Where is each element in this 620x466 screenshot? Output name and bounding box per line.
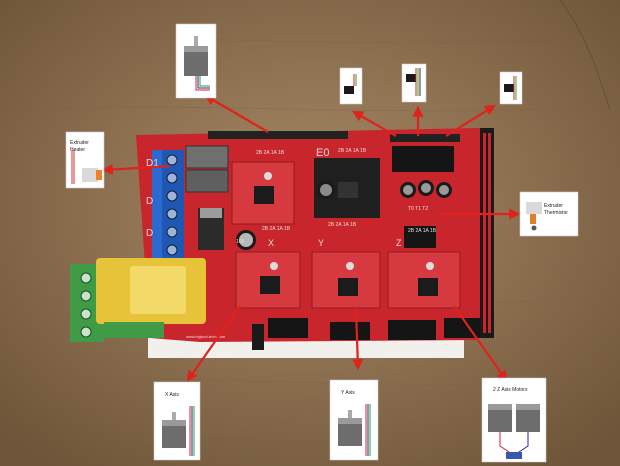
arrow-endstop-3 xyxy=(445,104,496,137)
silk-y-mark: Y xyxy=(318,238,324,248)
capacitors xyxy=(236,180,452,250)
silk-y-pins: 2B 2A 1A 1B xyxy=(262,226,291,232)
silk-d10: D1 xyxy=(146,158,159,169)
arrow-endstop-1 xyxy=(352,110,397,137)
silk-z-mark: Z xyxy=(396,238,402,248)
endstop-card-2 xyxy=(401,63,427,103)
arrow-e1-motor xyxy=(204,94,269,133)
bottom-header-2 xyxy=(330,322,370,340)
y-axis-label: Y Axis xyxy=(341,390,355,396)
right-header-pins xyxy=(483,133,491,333)
extruder-thermistor-card: Extruder Thermistor xyxy=(519,191,579,237)
extruder-thermistor-label-1: Extruder xyxy=(544,203,563,209)
silk-t0-pins: T0 T1 T2 xyxy=(408,206,428,212)
arrow-extruder-heater xyxy=(101,163,171,175)
silk-e0-driver-pins: 2B 2A 1A 1B xyxy=(328,222,357,228)
silk-e0-pins: 2B 2A 1A 1B xyxy=(338,148,367,154)
reset-button xyxy=(252,324,264,350)
arrow-z-axis xyxy=(453,305,508,382)
endstop-card-1 xyxy=(339,67,363,105)
silk-capacitor: 100 xyxy=(236,239,245,245)
silk-z-pins: 2B 2A 1A 1B xyxy=(408,228,437,234)
callout-arrows xyxy=(101,94,521,382)
bottom-header-1 xyxy=(268,318,308,338)
driver-e1 xyxy=(231,161,295,225)
extruder-heater-label-1: Extruder xyxy=(70,140,89,146)
silk-x-mark: X xyxy=(268,238,274,248)
z-axis-label: 2 Z Axis Motors xyxy=(493,387,528,393)
driver-z xyxy=(387,251,461,309)
e1-motor-card xyxy=(175,23,217,99)
silk-e0: E0 xyxy=(316,147,329,159)
extruder-thermistor-label-2: Thermistor xyxy=(544,210,568,216)
power-terminal-block xyxy=(152,150,184,258)
driver-e0 xyxy=(314,158,380,218)
input-terminal-and-fuse xyxy=(70,258,206,342)
silk-d8: D xyxy=(146,228,153,239)
arrow-y-axis xyxy=(352,307,364,371)
top-header-right xyxy=(390,134,460,142)
silk-website: www.bigfoot-tech.com xyxy=(186,334,226,339)
mosfets xyxy=(185,145,229,250)
bottom-header-3 xyxy=(388,320,436,340)
bottom-header-4 xyxy=(444,318,480,338)
driver-x xyxy=(235,251,301,309)
endstop-card-3 xyxy=(499,71,523,105)
extruder-heater-label-2: Heater xyxy=(70,147,85,153)
x-axis-label: X Axis xyxy=(165,392,179,398)
x-axis-card: X Axis xyxy=(153,381,201,461)
arrow-x-axis xyxy=(186,305,241,382)
z-axis-card: 2 Z Axis Motors xyxy=(481,377,547,463)
aux-header xyxy=(404,226,436,248)
silk-d9: D xyxy=(146,196,153,207)
top-header-left xyxy=(208,131,348,139)
endstop-header xyxy=(392,146,454,172)
driver-y xyxy=(311,251,381,309)
right-header xyxy=(480,128,494,338)
y-axis-card: Y Axis xyxy=(329,379,379,461)
extruder-heater-card: Extruder Heater xyxy=(65,131,105,189)
silk-e1-pins: 2B 2A 1A 1B xyxy=(256,150,285,156)
